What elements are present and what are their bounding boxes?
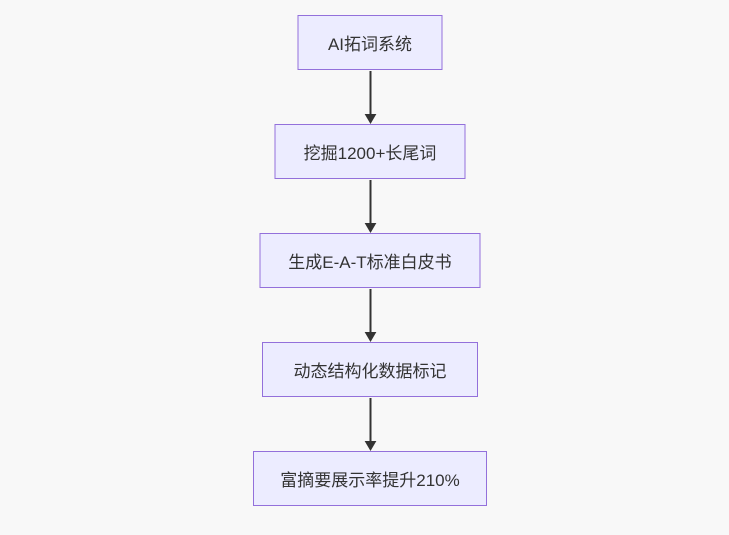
node-label: 动态结构化数据标记 (293, 362, 447, 381)
edge-arrow-d-e (364, 398, 377, 451)
node-label: 挖掘1200+长尾词 (303, 144, 437, 163)
node-label: AI拓词系统 (327, 35, 413, 54)
flowchart-node-eat-whitepaper: 生成E-A-T标准白皮书 (259, 233, 481, 288)
arrowhead-down-icon (364, 332, 377, 342)
node-label: 富摘要展示率提升210% (280, 471, 460, 490)
flowchart-node-rich-snippet-rate: 富摘要展示率提升210% (253, 451, 487, 506)
flowchart-node-ai-keyword-system: AI拓词系统 (297, 15, 443, 70)
arrowhead-down-icon (364, 223, 377, 233)
arrowhead-down-icon (364, 114, 377, 124)
edge-arrow-c-d (364, 289, 377, 342)
node-label: 生成E-A-T标准白皮书 (288, 253, 452, 272)
edge-arrow-b-c (364, 180, 377, 233)
flowchart-node-mine-longtail-keywords: 挖掘1200+长尾词 (274, 124, 466, 179)
arrowhead-down-icon (364, 441, 377, 451)
edge-arrow-a-b (364, 71, 377, 124)
flowchart-node-structured-data-markup: 动态结构化数据标记 (262, 342, 478, 397)
